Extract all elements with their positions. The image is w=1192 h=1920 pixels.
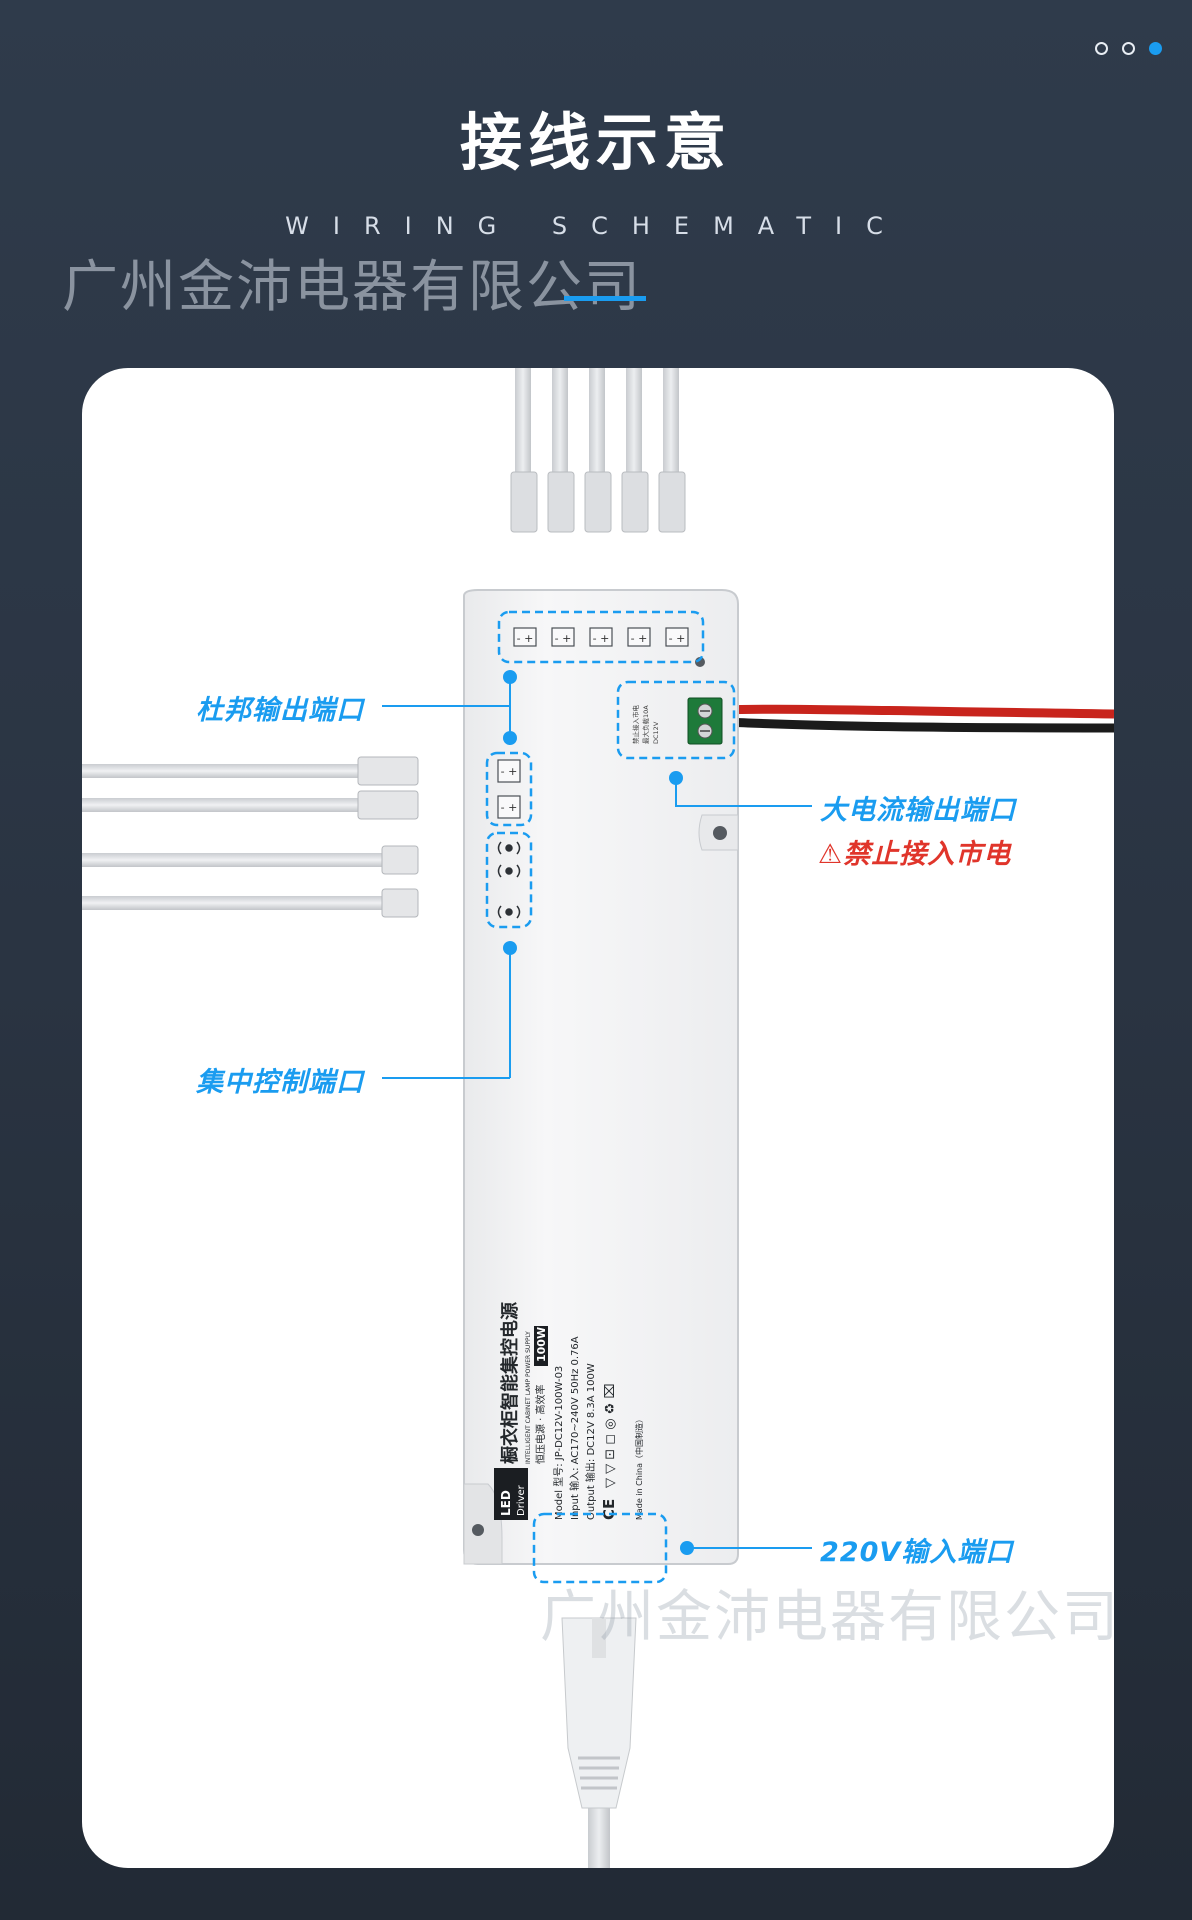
left-wires: [82, 756, 419, 918]
wireless-sensor-icon: [497, 841, 521, 919]
led-badge-text-1: LED: [499, 1490, 513, 1516]
highlight-boxes: [485, 610, 736, 1584]
ac-input-highlight: [532, 1512, 668, 1584]
ce-mark-icon: CE: [600, 1499, 618, 1520]
device-made-in: Made in China（中国制造）: [634, 1415, 644, 1520]
page-pager: [1095, 42, 1162, 55]
page-subtitle: WIRING SCHEMATIC: [285, 212, 907, 240]
leader-dots: [503, 670, 694, 1555]
device-name-en: INTELLIGENT CABINET LAMP POWER SUPPLY: [525, 1331, 532, 1464]
pager-dot-1[interactable]: [1095, 42, 1108, 55]
svg-text:- +: - +: [517, 632, 534, 645]
title-accent-bar: [564, 296, 646, 301]
led-badge-text-2: Driver: [516, 1484, 527, 1516]
terminal-label-3: DC12V: [652, 721, 660, 744]
label-central-control: 集中控制端口: [196, 1067, 364, 1098]
device-wattage: 100W: [535, 1327, 548, 1362]
warning-triangle-icon: ⚠: [818, 839, 844, 870]
certification-icons: ▽ ▽ ⊡ ◻ ◎ ♻ ⌧: [603, 1384, 618, 1488]
top-ports-highlight: [497, 610, 705, 664]
wiring-panel: - + - + - + - + - + - + - +: [82, 368, 1114, 1868]
wiring-diagram: - + - + - + - + - + - + - +: [82, 368, 1114, 1868]
label-no-mains-text: 禁止接入市电: [843, 839, 1012, 870]
device-model: Model 型号: JP-DC12V-100W-03: [552, 1366, 565, 1520]
device-name-cn: 橱衣柜智能集控电源: [499, 1302, 521, 1464]
terminal-label-1: 禁止接入市电: [631, 705, 640, 745]
device-input-spec: Input 输入: AC170~240V 50Hz 0.76A: [568, 1336, 581, 1520]
label-high-current-output: 大电流输出端口: [820, 795, 1016, 826]
led-driver-badge: [494, 1468, 528, 1520]
label-dupont-output: 杜邦输出端口: [196, 695, 364, 726]
watermark-top: 广州金沛电器有限公司: [62, 255, 642, 320]
svg-text:- +: - +: [631, 632, 648, 645]
watermark-bottom: 广州金沛电器有限公司: [540, 1585, 1120, 1650]
ac-power-cord: [561, 1617, 637, 1868]
pager-dot-2[interactable]: [1122, 42, 1135, 55]
label-no-mains-warning: ⚠禁止接入市电: [818, 832, 1011, 871]
dupont-wires-top: [510, 368, 686, 533]
label-ac-input: 220V输入端口: [820, 1537, 1014, 1568]
svg-text:- +: - +: [669, 632, 686, 645]
terminal-label-2: 最大负载10A: [641, 705, 650, 744]
svg-text:- +: - +: [593, 632, 610, 645]
dupont-ports-highlight: [485, 751, 533, 827]
page-title: 接线示意: [459, 106, 732, 179]
pager-dot-3-active[interactable]: [1149, 42, 1162, 55]
svg-text:- +: - +: [555, 632, 572, 645]
screw-terminal: [687, 697, 723, 745]
leader-lines: [382, 677, 812, 1549]
high-current-wires: [721, 704, 1114, 733]
led-driver-body: - + - + - + - + - + - + - +: [463, 589, 739, 1565]
device-output-spec: Output 输出: DC12V 8.3A 100W: [584, 1363, 597, 1520]
svg-text:- +: - +: [501, 765, 518, 778]
device-tagline: 恒压电源 · 高效率: [534, 1384, 547, 1464]
svg-text:- +: - +: [501, 801, 518, 814]
